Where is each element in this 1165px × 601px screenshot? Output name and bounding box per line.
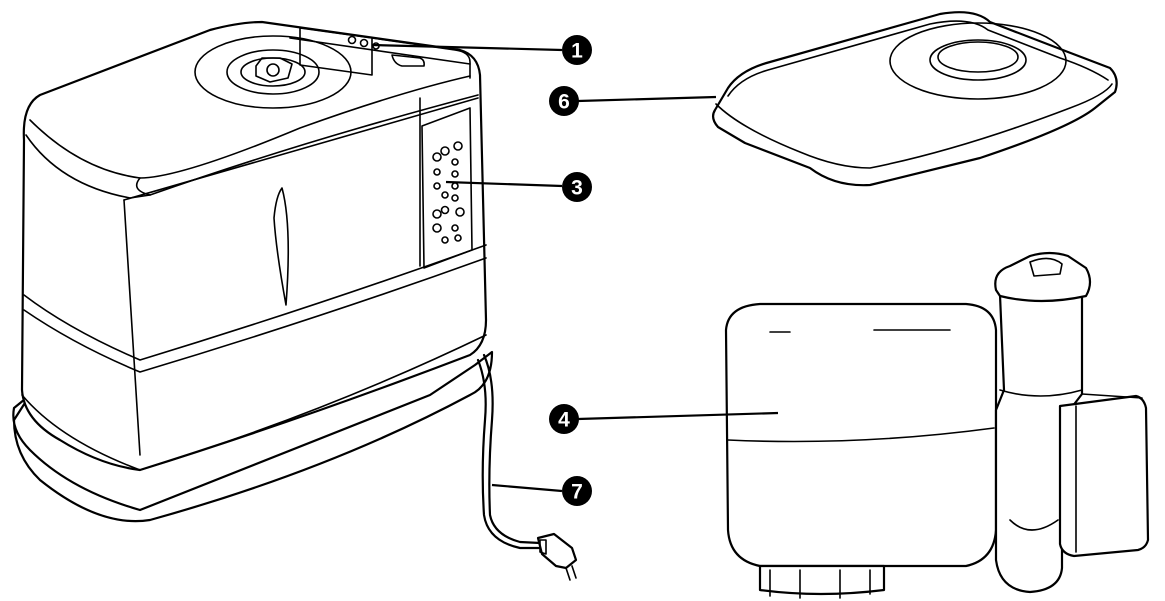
callout-label: 3 <box>571 177 583 200</box>
leader-line-4 <box>577 411 779 421</box>
side-control-panel <box>421 107 473 269</box>
callout-6: 6 <box>549 86 579 116</box>
callout-label: 6 <box>558 91 570 114</box>
water-tank <box>724 251 1150 599</box>
power-cord <box>476 353 578 581</box>
callout-4: 4 <box>549 404 579 434</box>
leader-line-6 <box>577 95 717 103</box>
callout-7: 7 <box>562 476 592 506</box>
humidifier-body <box>20 20 488 472</box>
callout-3: 3 <box>562 172 592 202</box>
leader-line-3 <box>445 180 563 188</box>
leader-line-7 <box>491 483 563 493</box>
callout-label: 4 <box>558 409 570 432</box>
tank-lid <box>711 11 1118 187</box>
leader-line-1 <box>371 43 563 52</box>
humidifier-base <box>12 350 494 523</box>
callout-label: 1 <box>571 40 583 63</box>
leader-lines <box>371 43 779 493</box>
callout-1: 1 <box>562 35 592 65</box>
power-plug <box>536 532 578 570</box>
humidifier-main-unit <box>12 20 494 523</box>
callout-label: 7 <box>571 481 583 504</box>
